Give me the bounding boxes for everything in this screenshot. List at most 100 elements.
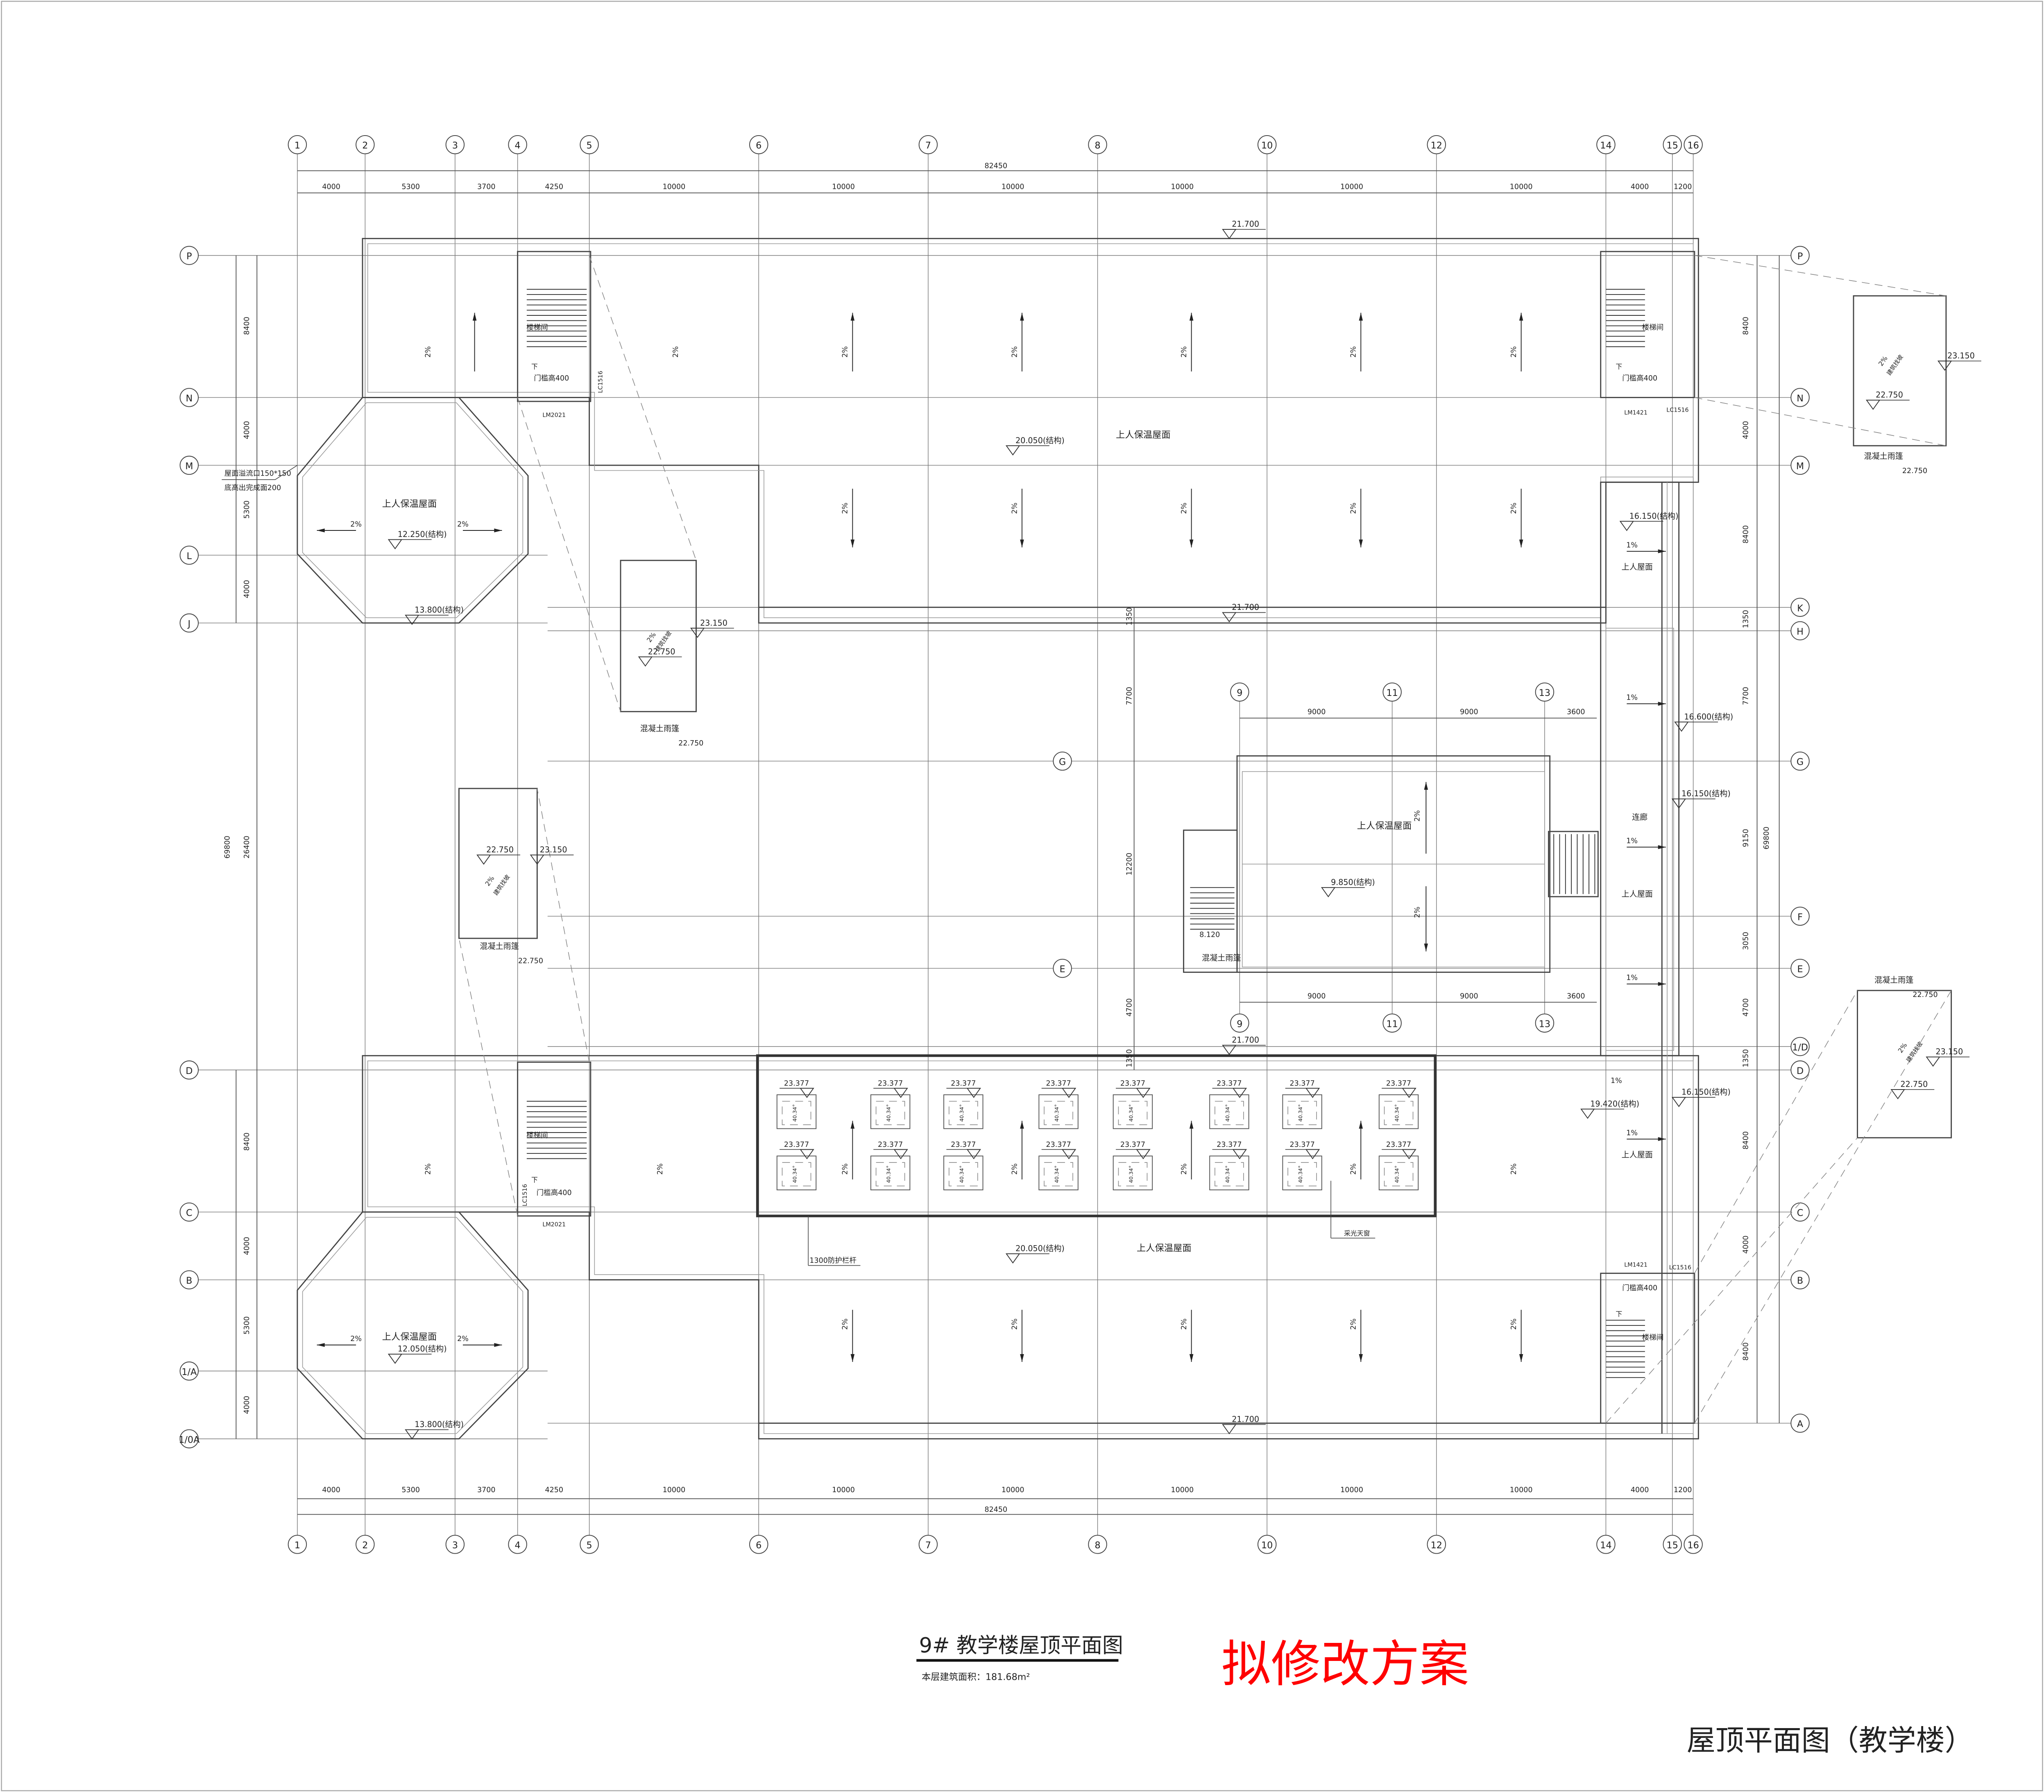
east-corridor-inner xyxy=(1605,628,1674,1051)
skylight-unit xyxy=(1282,1155,1322,1190)
row-axis-right-label: A xyxy=(1797,1419,1804,1430)
slope-label: 2% xyxy=(1510,346,1518,358)
column-axis-top-bubble xyxy=(1684,135,1703,154)
skylight-elevation: 23.377 xyxy=(1386,1141,1411,1149)
column-axis-top-label: 2 xyxy=(362,140,368,151)
skylight-glass xyxy=(1215,1101,1244,1125)
west-octagon-lower-inner xyxy=(302,1217,523,1434)
central-stair-enclosure xyxy=(1183,829,1238,973)
slope-label: 2% xyxy=(1350,1163,1358,1175)
skylight-slope-angle: 40.34° xyxy=(1054,1104,1060,1122)
skylight-unit xyxy=(943,1155,983,1190)
sub-column-bottom-label: 9 xyxy=(1237,1019,1242,1029)
slope-label: 1% xyxy=(1626,974,1638,982)
skylight-unit xyxy=(943,1094,983,1129)
elevation-label: 22.750 xyxy=(486,845,514,854)
row-axis-right-label: K xyxy=(1797,603,1804,614)
west-octagon-upper-inner xyxy=(302,402,523,618)
roof-elevation: 20.050(结构) xyxy=(1015,1244,1065,1253)
column-axis-top-bubble xyxy=(1596,135,1616,154)
column-axis-top-bubble xyxy=(288,135,307,154)
row-axis-right-bubble xyxy=(1790,958,1810,978)
row-axis-left-label: B xyxy=(186,1275,192,1286)
dimension-bottom: 3700 xyxy=(477,1486,496,1494)
slope-label: 2% xyxy=(841,346,850,358)
stair-se xyxy=(1600,1273,1695,1424)
dimension-left: 8400 xyxy=(243,317,251,335)
column-axis-top-label: 6 xyxy=(756,140,761,151)
arrowhead-icon xyxy=(1359,313,1363,321)
stairwell-label: 楼梯间 xyxy=(526,324,548,332)
skylight-glass xyxy=(949,1162,978,1187)
dimension-left: 8400 xyxy=(243,1133,251,1151)
row-axis-right-bubble xyxy=(1790,621,1810,641)
skylight-slope-angle: 40.34° xyxy=(959,1165,965,1183)
column-axis-bottom-bubble xyxy=(1088,1535,1107,1554)
column-axis-bottom-label: 2 xyxy=(362,1540,368,1551)
stair-sw xyxy=(517,1061,591,1217)
dimension-center: 1350 xyxy=(1125,607,1133,626)
skylight-unit xyxy=(1209,1094,1249,1129)
skylight-slope-angle: 40.34° xyxy=(959,1104,965,1122)
skylight-slope-angle: 40.34° xyxy=(886,1104,892,1122)
elevation-marker-icon xyxy=(638,656,653,667)
roof-type-label: 上人保温屋面 xyxy=(382,1332,437,1342)
column-axis-bottom-label: 14 xyxy=(1600,1540,1611,1551)
canopy-label: 混凝土雨篷 xyxy=(480,941,519,951)
skylight-elevation: 23.377 xyxy=(1217,1079,1242,1087)
dimension-top: 10000 xyxy=(1340,183,1363,191)
arrowhead-icon xyxy=(1658,982,1666,986)
column-axis-top-bubble xyxy=(1088,135,1107,154)
column-axis-top-label: 15 xyxy=(1667,140,1678,151)
column-axis-top-bubble xyxy=(508,135,527,154)
elevation-marker-icon xyxy=(1136,1087,1151,1098)
dimension-left: 4000 xyxy=(243,1396,251,1414)
annotations: 4000400053005300370037004250425010000100… xyxy=(222,162,1981,1514)
skylight-unit xyxy=(1209,1155,1249,1190)
column-axis-bottom-label: 12 xyxy=(1431,1540,1442,1551)
canopy-elevation: 22.750 xyxy=(1913,991,1937,999)
roof-type-label: 上人屋面 xyxy=(1622,562,1653,571)
dimension-right: 4700 xyxy=(1742,998,1750,1017)
threshold-label: 门槛高400 xyxy=(1622,374,1657,383)
sub-row-axis-label: G xyxy=(1059,757,1066,768)
arrowhead-icon xyxy=(1519,313,1523,321)
slope-label: 2% xyxy=(1180,503,1188,514)
arrowhead-icon xyxy=(472,313,477,321)
elevation-marker-icon xyxy=(1402,1087,1416,1098)
north-wing-inner xyxy=(367,243,1694,618)
dimension-total-left: 69800 xyxy=(223,836,231,859)
door-label: LM1421 xyxy=(1624,1262,1647,1269)
title-block: 9# 教学楼屋顶平面图 本层建筑面积：181.68m² 拟修改方案 屋顶平面图（… xyxy=(916,1634,1974,1757)
dimension-bottom: 10000 xyxy=(1171,1486,1194,1494)
skylight-elevation: 23.377 xyxy=(878,1141,903,1149)
dimension-center: 12200 xyxy=(1125,853,1133,876)
skylight-unit xyxy=(870,1155,911,1190)
column-axis-top-label: 5 xyxy=(587,140,592,151)
stairwell-label: 楼梯间 xyxy=(526,1132,548,1140)
elevation-marker-icon xyxy=(1671,1097,1686,1108)
elevation-marker-icon xyxy=(1222,1424,1237,1434)
row-axis-left-label: N xyxy=(186,393,193,404)
column-axis-bottom-bubble xyxy=(1596,1535,1616,1554)
canopy-c xyxy=(1853,295,1947,446)
window-label: LC1516 xyxy=(1669,1264,1691,1271)
door-label: LM2021 xyxy=(542,412,566,419)
row-axis-right-label: E xyxy=(1797,964,1803,975)
skylight-unit xyxy=(1113,1155,1153,1190)
slope-label: 2% xyxy=(1180,346,1188,358)
elevation-marker-icon xyxy=(476,854,491,865)
canopy-label: 混凝土雨篷 xyxy=(1864,451,1903,461)
elevation-label: 16.150(结构) xyxy=(1629,511,1679,521)
drawing-title: 9# 教学楼屋顶平面图 xyxy=(919,1634,1123,1658)
column-axis-bottom-bubble xyxy=(445,1535,465,1554)
skylight-slope-angle: 40.34° xyxy=(1224,1165,1230,1183)
row-axis-left-label: L xyxy=(187,551,192,562)
sub-column-top-bubble xyxy=(1535,682,1555,702)
north-wing xyxy=(362,238,1699,624)
roof-type-label: 上人保温屋面 xyxy=(1116,430,1171,440)
stair-down-label: 下 xyxy=(1616,362,1622,370)
slope-label: 2% xyxy=(457,1335,469,1343)
dimension-center: 1350 xyxy=(1125,1049,1133,1067)
